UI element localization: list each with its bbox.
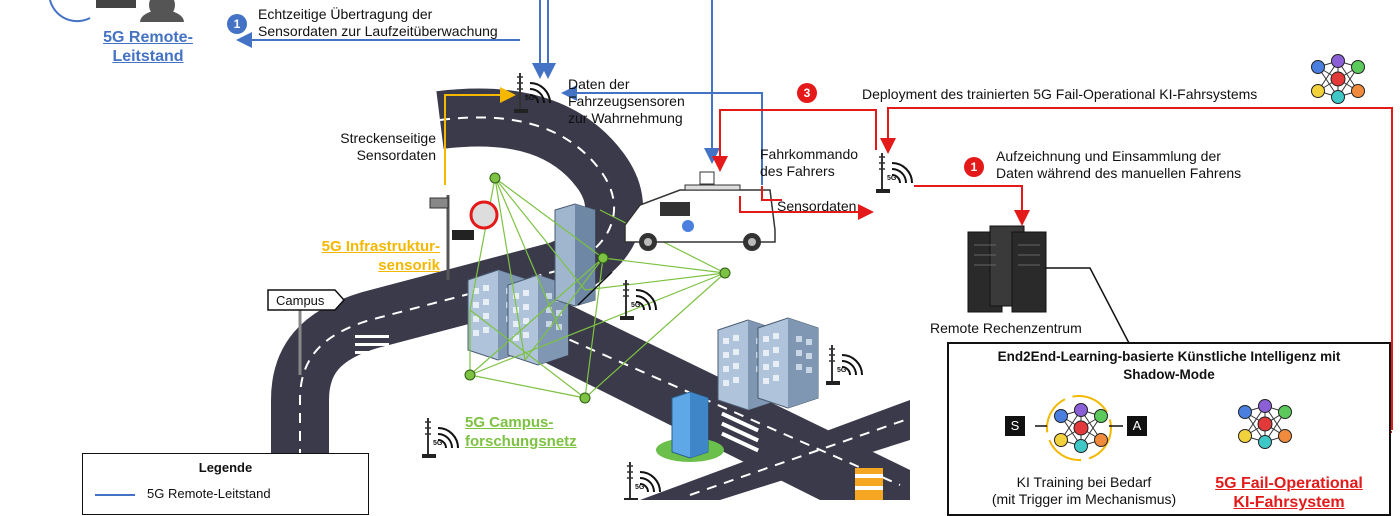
5g-tower-data [875,152,913,194]
infrastructure-sensor-pole [429,195,499,280]
campus-sign [267,289,346,311]
mesh-nodes [464,172,731,404]
remote-rechenzentrum-label: Remote Rechenzentrum [930,320,1082,336]
5g-tower-campus-2 [825,344,863,386]
state-input-s: S [1005,416,1025,436]
legend: Legende 5G Remote-Leitstand [82,453,369,515]
step-1-blue-badge: 1 [227,14,247,34]
fail-operational-label: 5G Fail-Operational KI-Fahrsystem [1215,475,1363,511]
legend-blue-line [95,494,135,496]
campusforschungsnetz-label: 5G Campus- forschungsnetz [465,414,577,450]
campus-sign-label: Campus [276,293,325,308]
ai-shadow-mode-box: End2End-Learning-basierte Künstliche Int… [947,342,1391,516]
neural-network-icon-top [1311,54,1365,104]
training-network-icon [1035,395,1123,461]
construction-barrier [855,468,883,500]
5g-tower-campus-4 [623,461,661,500]
legend-title: Legende [198,460,253,475]
legend-item-remote-leitstand: 5G Remote-Leitstand [147,486,271,501]
yellow-infrastructure-flow [444,87,516,185]
tall-tower-building [554,203,596,307]
building-right-2 [757,317,819,409]
aufzeichnung-label: Aufzeichnung und Einsammlung der Daten w… [996,148,1242,181]
streckenseitige-label: Streckenseitige Sensordaten [340,130,436,163]
remote-leitstand-label: 5G Remote- Leitstand [103,29,193,65]
test-vehicle [624,171,776,251]
connector-vehicle-campus [577,271,613,306]
fail-operational-network-icon [1238,399,1292,449]
crosswalk [355,335,759,453]
5g-tower-campus-1 [619,279,657,321]
sensordaten-label: Sensordaten [777,198,857,214]
step-1-red-badge: 1 [964,157,984,177]
step-3-red-badge: 3 [797,83,817,103]
connector-server-ai [1045,267,1131,346]
remote-operator-icon [49,0,184,23]
green-building [656,391,724,462]
campus-mesh-network [469,177,726,399]
red-sensor-flow [761,186,782,201]
realtime-label: Echtzeitige Übertragung der Sensordaten … [258,6,498,39]
blue-data-flows [236,0,763,185]
action-output-a: A [1127,416,1147,436]
infrastruktursensorik-label: 5G Infrastruktur- sensorik [321,238,440,274]
diagram-scene: 5G [49,0,1393,500]
5g-tower-campus-3 [421,417,459,459]
server-racks [967,225,1047,313]
fahrkommando-label: Fahrkommando des Fahrers [760,146,859,179]
fahrzeugsensoren-label: Daten der Fahrzeugsensoren zur Wahrnehmu… [568,76,685,126]
ki-training-label: KI Training bei Bedarf (mit Trigger im M… [991,474,1177,507]
ai-box-title: End2End-Learning-basierte Künstliche Int… [997,349,1341,382]
deployment-label: Deployment des trainierten 5G Fail-Opera… [862,86,1258,102]
